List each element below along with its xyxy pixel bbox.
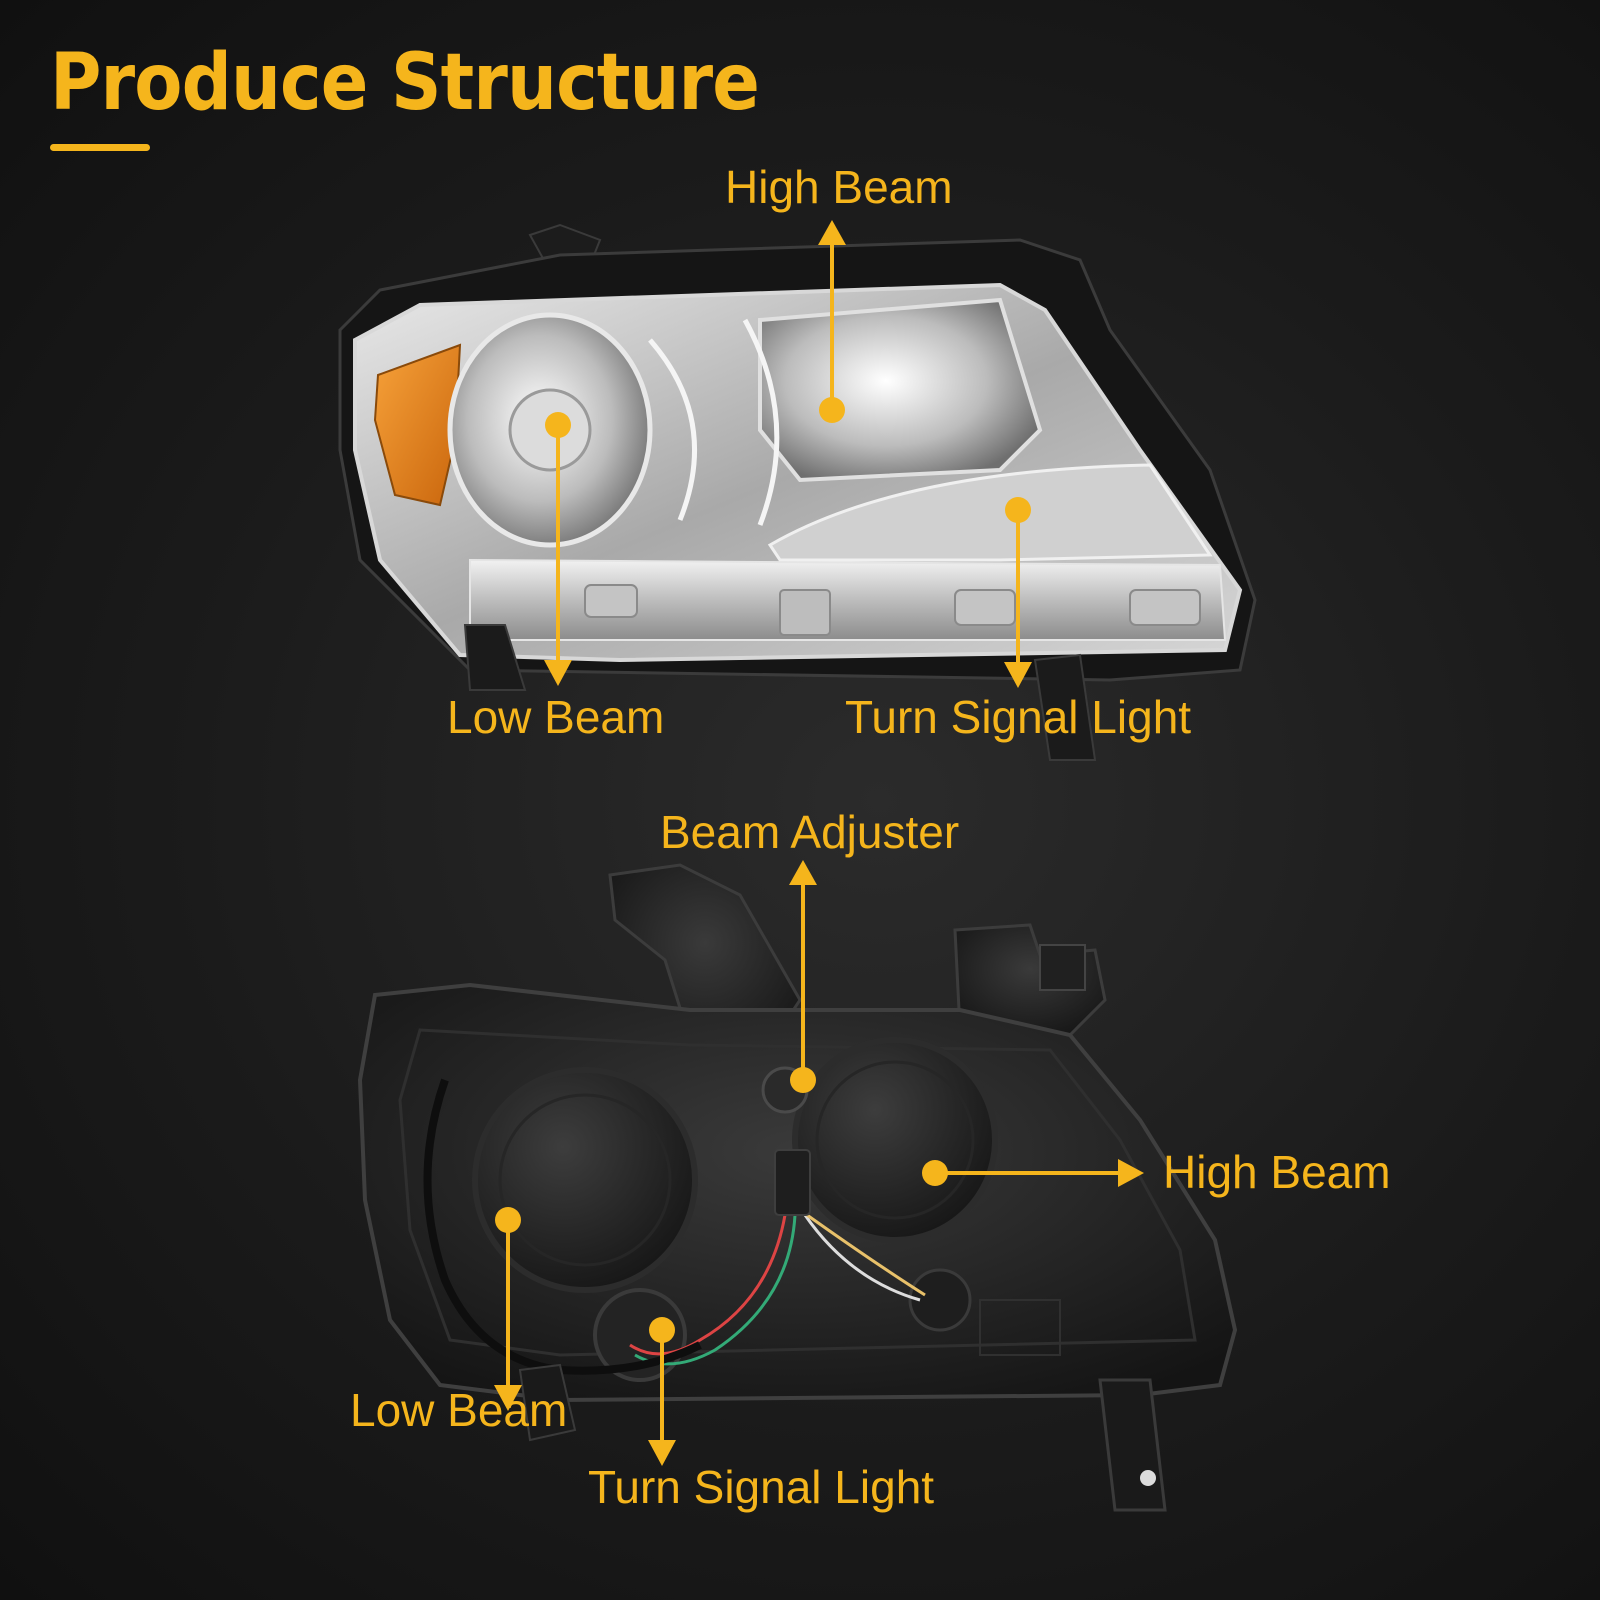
rear-beam-adjuster-label: Beam Adjuster xyxy=(660,806,960,858)
front-low-beam-callout xyxy=(544,412,572,686)
page-title: Produce Structure xyxy=(50,38,760,128)
front-low-beam-label: Low Beam xyxy=(447,691,665,743)
rear-low-beam-label: Low Beam xyxy=(350,1384,568,1436)
front-high-beam-label: High Beam xyxy=(725,161,953,213)
rear-high-beam-label: High Beam xyxy=(1163,1146,1391,1198)
rear-beam-adjuster-callout xyxy=(789,860,817,1093)
rear-low-beam-callout xyxy=(494,1207,522,1411)
rear-high-beam-callout xyxy=(922,1159,1144,1187)
title-underline xyxy=(50,144,150,151)
rear-headlight xyxy=(357,863,1238,1512)
front-headlight xyxy=(338,223,1257,761)
rear-turn-signal-callout xyxy=(648,1317,676,1466)
front-turn-signal-callout xyxy=(1004,497,1032,688)
front-high-beam-callout xyxy=(818,220,846,423)
rear-turn-signal-label: Turn Signal Light xyxy=(588,1461,935,1513)
front-turn-signal-label: Turn Signal Light xyxy=(845,691,1192,743)
